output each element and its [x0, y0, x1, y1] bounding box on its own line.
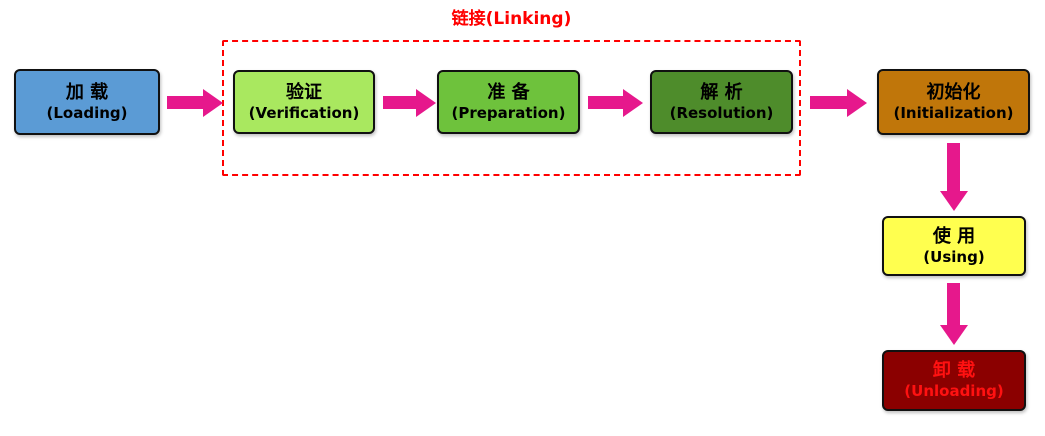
node-verification-label-en: (Verification) [248, 103, 360, 122]
node-loading-label-en: (Loading) [46, 103, 128, 122]
node-preparation-label-zh: 准 备 [487, 81, 530, 103]
node-resolution: 解 析 (Resolution) [650, 70, 793, 134]
arrow-initialization-to-using-icon [947, 143, 960, 191]
node-unloading-label-en: (Unloading) [904, 382, 1004, 401]
node-initialization: 初始化 (Initialization) [877, 69, 1030, 135]
node-unloading-label-zh: 卸 载 [932, 360, 976, 382]
node-using: 使 用 (Using) [882, 216, 1026, 276]
node-loading-label-zh: 加 载 [65, 81, 109, 103]
node-resolution-label-en: (Resolution) [669, 103, 774, 122]
node-unloading: 卸 载 (Unloading) [882, 350, 1026, 411]
node-resolution-label-zh: 解 析 [700, 81, 743, 103]
arrow-loading-to-verification-icon [167, 96, 203, 109]
arrow-verification-to-preparation-icon [383, 96, 416, 109]
linking-group-title: 链接(Linking) [451, 9, 572, 29]
node-loading: 加 载 (Loading) [14, 69, 160, 135]
node-using-label-zh: 使 用 [932, 225, 976, 247]
arrow-resolution-to-initialization-icon [810, 96, 847, 109]
arrow-preparation-to-resolution-icon [588, 96, 623, 109]
node-verification: 验证 (Verification) [233, 70, 375, 134]
node-initialization-label-zh: 初始化 [926, 81, 981, 103]
node-verification-label-zh: 验证 [286, 81, 322, 103]
node-preparation: 准 备 (Preparation) [437, 70, 580, 134]
node-initialization-label-en: (Initialization) [893, 103, 1014, 122]
node-using-label-en: (Using) [923, 247, 985, 266]
node-preparation-label-en: (Preparation) [451, 103, 566, 122]
arrow-using-to-unloading-icon [947, 283, 960, 325]
linking-group-box [222, 40, 801, 176]
